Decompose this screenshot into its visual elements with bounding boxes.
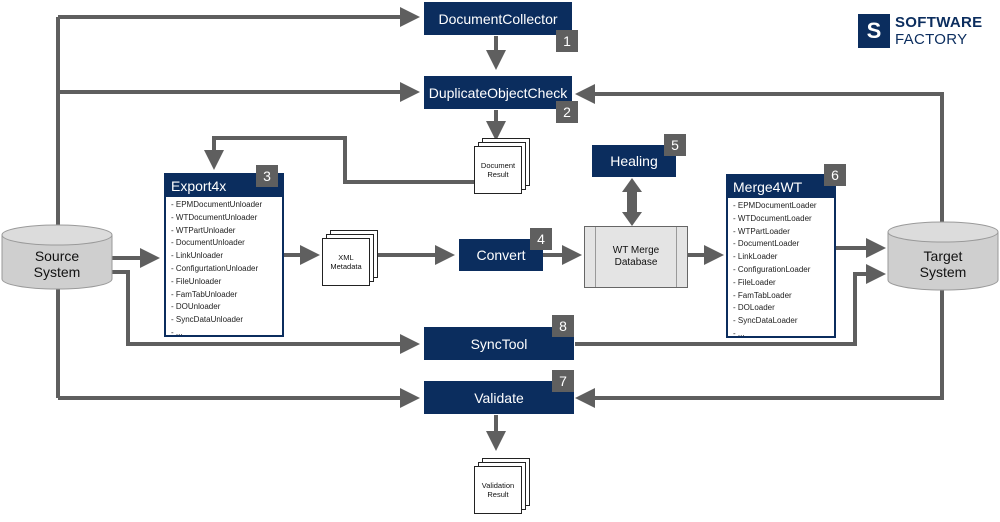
step-badge-4: 4: [530, 228, 552, 250]
arrow-source-to-synctool: [112, 270, 420, 354]
arrow-target-to-duplicate: [575, 84, 944, 228]
wt-merge-database-line1: WT Merge: [612, 245, 660, 256]
merge4wt-list-item: - LinkLoader: [733, 252, 778, 262]
validate-label: Validate: [474, 389, 524, 406]
merge4wt-list-item: - ...: [733, 328, 745, 338]
merge4wt-list-item: - ConfigurationLoader: [733, 264, 811, 274]
duplicateobjectcheck-box: DuplicateObjectCheck: [424, 76, 572, 109]
merge4wt-list-item: - WTPartLoader: [733, 226, 790, 236]
target-system-cylinder: [887, 221, 999, 291]
convert-label: Convert: [476, 247, 526, 263]
arrow-target-to-validate: [575, 290, 944, 408]
wt-merge-database-line2: Database: [614, 257, 658, 268]
export4x-list-item: - EPMDocumentUnloader: [171, 200, 263, 209]
export4x-list-item: - FamTabUnloader: [171, 289, 238, 299]
export4x-list: - EPMDocumentUnloader - WTDocumentUnloade…: [166, 199, 282, 340]
export4x-panel: Export4x - EPMDocumentUnloader - WTDocume…: [164, 173, 284, 337]
merge4wt-list-item: - EPMDocumentLoader: [733, 201, 817, 210]
export4x-title: Export4x: [166, 175, 282, 197]
step-badge-2: 2: [556, 101, 578, 123]
source-system-label: Source System: [2, 248, 112, 280]
merge4wt-list-item: - SyncDataLoader: [733, 316, 798, 326]
step-badge-6: 6: [824, 164, 846, 186]
validation-result-line2: Result: [487, 490, 509, 499]
export4x-list-item: - FileUnloader: [171, 276, 222, 286]
xml-metadata-line2: Metadata: [330, 262, 362, 271]
merge4wt-list-item: - DocumentLoader: [733, 239, 800, 249]
export4x-list-item: - DocumentUnloader: [171, 238, 245, 248]
export4x-list-item: - WTDocumentUnloader: [171, 212, 258, 222]
arrow-synctool-to-target: [575, 264, 886, 346]
logo-line2: FACTORY: [895, 31, 968, 48]
step-badge-1: 1: [556, 30, 578, 52]
merge4wt-title: Merge4WT: [728, 176, 834, 198]
step-badge-5: 5: [664, 134, 686, 156]
validation-result-line1: Validation: [481, 481, 515, 490]
source-system-cylinder: [1, 224, 113, 290]
export4x-list-item: - WTPartUnloader: [171, 225, 236, 235]
export4x-list-item: - SyncDataUnloader: [171, 315, 244, 325]
merge4wt-list-item: - FileLoader: [733, 277, 776, 287]
source-system-line1: Source: [34, 248, 80, 264]
document-result-line1: Document: [480, 161, 516, 170]
merge4wt-list-item: - WTDocumentLoader: [733, 213, 812, 223]
target-system-line1: Target: [923, 248, 963, 264]
merge4wt-list-item: - DOLoader: [733, 303, 775, 313]
step-badge-3: 3: [256, 165, 278, 187]
merge4wt-list-item: - FamTabLoader: [733, 290, 792, 300]
convert-box: Convert: [459, 239, 543, 271]
document-result-line2: Result: [487, 170, 509, 179]
logo-mark: S: [858, 14, 890, 48]
step-badge-8: 8: [552, 315, 574, 337]
healing-box: Healing: [592, 145, 676, 177]
merge4wt-panel: Merge4WT - EPMDocumentLoader - WTDocument…: [726, 174, 836, 338]
synctool-box: SyncTool: [424, 327, 574, 360]
synctool-label: SyncTool: [470, 335, 528, 352]
arrow-docresult-to-export: [204, 136, 475, 184]
export4x-list-item: - LinkUnloader: [171, 251, 224, 261]
xml-metadata-line1: XML: [338, 253, 354, 262]
merge4wt-list: - EPMDocumentLoader - WTDocumentLoader - W…: [728, 200, 834, 341]
target-system-line2: System: [919, 264, 967, 280]
step-badge-7: 7: [552, 370, 574, 392]
target-system-label: Target System: [888, 248, 998, 280]
healing-label: Healing: [610, 153, 658, 169]
documentcollector-box: DocumentCollector: [424, 2, 572, 35]
validate-box: Validate: [424, 381, 574, 414]
export4x-list-item: - DOUnloader: [171, 302, 221, 312]
software-factory-logo: S SOFTWARE FACTORY: [858, 14, 982, 48]
source-system-line2: System: [33, 264, 81, 280]
export4x-list-item: - ConfigurtationUnloader: [171, 263, 259, 273]
documentcollector-label: DocumentCollector: [438, 10, 558, 27]
healing-bidirectional-arrow: [622, 178, 642, 226]
duplicateobjectcheck-label: DuplicateObjectCheck: [428, 84, 568, 101]
logo-text: SOFTWARE FACTORY: [895, 14, 982, 48]
logo-line1: SOFTWARE: [895, 14, 983, 31]
export4x-list-item: - ...: [171, 327, 183, 337]
